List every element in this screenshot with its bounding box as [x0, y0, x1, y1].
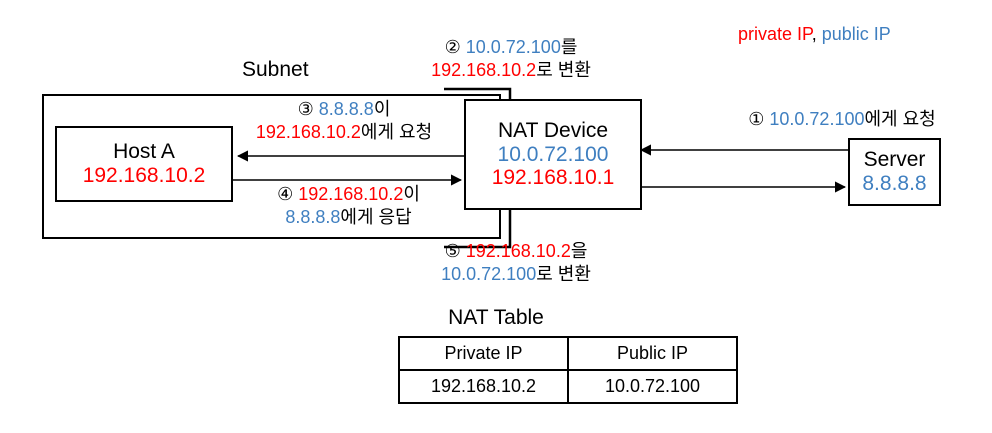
- step-4-ip-1: 192.168.10.2: [298, 184, 404, 204]
- step-2-ip-1: 10.0.72.100: [465, 37, 561, 57]
- step-4-ip-2: 8.8.8.8: [285, 206, 341, 227]
- nat-table-title: NAT Table: [448, 306, 544, 329]
- step-3-suffix-1: 이: [373, 99, 391, 119]
- node-nat-device[interactable]: NAT Device 10.0.72.100 192.168.10.1: [464, 99, 642, 210]
- step-5-marker: ⑤: [444, 241, 466, 261]
- step-4-label: ④ 192.168.10.2이 8.8.8.8에게 응답: [231, 183, 466, 228]
- step-5-suffix-2: 로 변환: [536, 263, 591, 284]
- legend-private-ip-label: private IP: [738, 24, 812, 44]
- step-5-label: ⑤ 192.168.10.2을 10.0.72.100로 변환: [385, 240, 647, 285]
- step-3-suffix-2: 에게 요청: [360, 121, 433, 142]
- step-2-suffix-1: 를: [560, 37, 578, 57]
- step-1-ip: 10.0.72.100: [769, 109, 865, 129]
- host-a-title: Host A: [113, 140, 175, 164]
- step-1-label: ① 10.0.72.100에게 요청: [692, 108, 992, 131]
- step-3-label: ③ 8.8.8.8이 192.168.10.2에게 요청: [224, 98, 464, 143]
- step-4-marker: ④: [277, 184, 299, 204]
- legend-public-ip-label: public IP: [821, 24, 891, 44]
- step-5-ip-2: 10.0.72.100: [441, 263, 537, 284]
- server-title: Server: [863, 148, 926, 172]
- nat-device-private-ip: 192.168.10.1: [491, 166, 615, 190]
- legend-separator: ,: [811, 24, 822, 44]
- host-a-ip: 192.168.10.2: [82, 164, 206, 187]
- nat-table-header-row: Private IP Public IP: [398, 336, 738, 371]
- legend: private IP, public IP: [738, 24, 891, 45]
- nat-table-header-public-ip: Public IP: [567, 336, 738, 371]
- step-2-suffix-2: 로 변환: [536, 59, 591, 80]
- step-3-ip-2: 192.168.10.2: [255, 121, 361, 142]
- nat-device-title: NAT Device: [497, 119, 609, 143]
- step-4-suffix-1: 이: [403, 184, 420, 204]
- subnet-label: Subnet: [242, 58, 309, 81]
- step-1-marker: ①: [748, 109, 770, 129]
- node-server[interactable]: Server 8.8.8.8: [848, 138, 941, 206]
- step-1-suffix: 에게 요청: [864, 109, 936, 129]
- step-2-label: ② 10.0.72.100를 192.168.10.2로 변환: [380, 36, 642, 81]
- node-host-a[interactable]: Host A 192.168.10.2: [55, 126, 233, 202]
- step-3-ip-1: 8.8.8.8: [318, 99, 374, 119]
- step-2-ip-2: 192.168.10.2: [431, 59, 537, 80]
- step-5-suffix-1: 을: [570, 241, 588, 261]
- nat-device-public-ip: 10.0.72.100: [497, 142, 609, 166]
- nat-table-cell-private-ip: 192.168.10.2: [398, 369, 569, 404]
- nat-table: Private IP Public IP 192.168.10.2 10.0.7…: [398, 336, 738, 404]
- step-3-marker: ③: [297, 99, 319, 119]
- nat-table-header-private-ip: Private IP: [398, 336, 569, 371]
- table-row: 192.168.10.2 10.0.72.100: [398, 369, 738, 404]
- nat-table-cell-public-ip: 10.0.72.100: [567, 369, 738, 404]
- server-ip: 8.8.8.8: [862, 172, 927, 195]
- step-4-suffix-2: 에게 응답: [340, 206, 412, 227]
- step-5-ip-1: 192.168.10.2: [465, 241, 571, 261]
- step-2-marker: ②: [444, 37, 466, 57]
